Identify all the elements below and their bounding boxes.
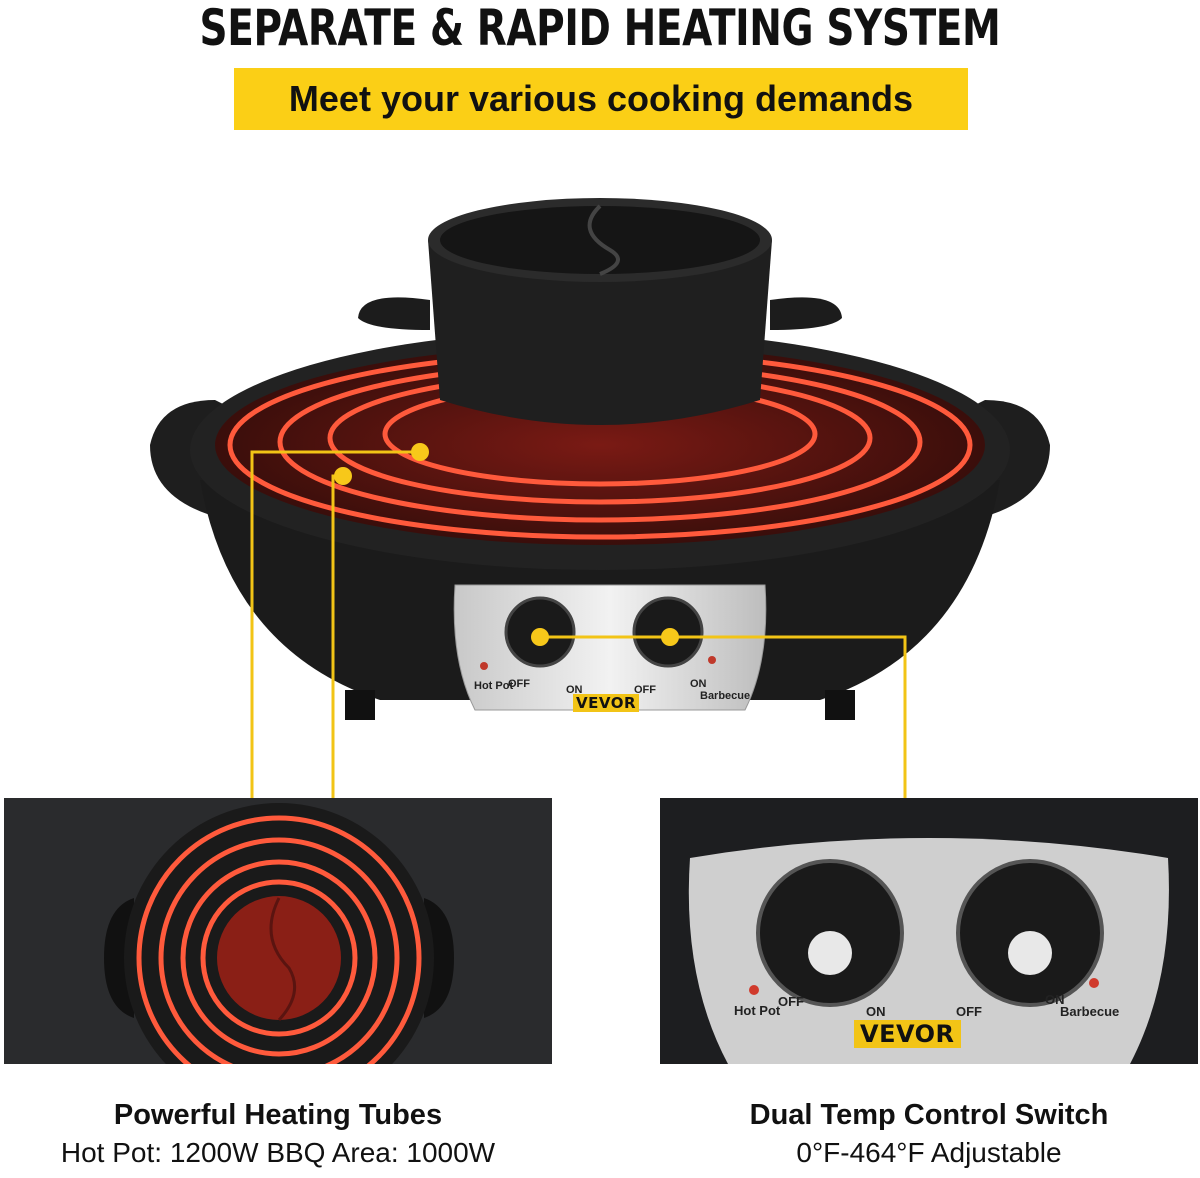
- product-illustration: [150, 198, 1050, 800]
- callout-dot-3: [531, 628, 549, 646]
- inset-handle-right: [424, 898, 454, 1018]
- inset-brand-logo: VEVOR: [854, 1020, 961, 1048]
- right-feature-heading: Dual Temp Control Switch: [749, 1099, 1109, 1131]
- label-hot-pot: Hot Pot: [474, 680, 514, 692]
- inset-label-on-left: ON: [866, 1004, 886, 1019]
- heating-tubes-inset: [4, 798, 552, 1064]
- hot-pot-handle-right: [770, 297, 842, 330]
- label-off-right: OFF: [634, 684, 656, 696]
- foot-right: [825, 690, 855, 720]
- inset-label-on-right: ON: [1045, 992, 1065, 1007]
- control-panel-inset: Hot Pot OFF ON OFF ON Barbecue VEVOR: [660, 798, 1198, 1064]
- inset-label-barbecue: Barbecue: [1060, 1004, 1120, 1019]
- right-feature-caption: Dual Temp Control Switch 0°F-464°F Adjus…: [660, 1098, 1198, 1170]
- brand-logo-small: VEVOR: [573, 694, 640, 712]
- label-barbecue: Barbecue: [700, 690, 751, 702]
- left-feature-caption: Powerful Heating Tubes Hot Pot: 1200W BB…: [4, 1098, 552, 1170]
- indicator-light-right: [708, 656, 716, 664]
- label-on-left: ON: [566, 684, 583, 696]
- inset-tube-rings: [136, 815, 422, 1064]
- callout-dot-2: [334, 467, 352, 485]
- subtitle-text: Meet your various cooking demands: [288, 78, 914, 119]
- hot-pot-inner: [440, 206, 760, 274]
- foot-left: [345, 690, 375, 720]
- hot-pot-body: [428, 240, 772, 425]
- callout-dot-1: [411, 443, 429, 461]
- callout-dot-4: [661, 628, 679, 646]
- inset-label-hot-pot: Hot Pot: [734, 1003, 781, 1018]
- inset-label-off-left: OFF: [778, 994, 804, 1009]
- label-on-right: ON: [690, 678, 707, 690]
- inset-indicator-right: [1089, 978, 1099, 988]
- page-title: SEPARATE & RAPID HEATING SYSTEM: [199, 0, 1001, 57]
- inset-label-off-right: OFF: [956, 1004, 982, 1019]
- right-feature-detail: 0°F-464°F Adjustable: [796, 1137, 1062, 1168]
- left-feature-heading: Powerful Heating Tubes: [113, 1099, 443, 1131]
- hot-pot-divider: [587, 204, 620, 276]
- indicator-light-left: [480, 662, 488, 670]
- subtitle-banner: Meet your various cooking demands: [234, 68, 968, 130]
- inset-indicator-left: [749, 985, 759, 995]
- label-off-left: OFF: [508, 678, 530, 690]
- hot-pot-handle-left: [358, 297, 430, 330]
- inset-handle-left: [104, 898, 134, 1018]
- left-feature-detail: Hot Pot: 1200W BBQ Area: 1000W: [60, 1137, 496, 1168]
